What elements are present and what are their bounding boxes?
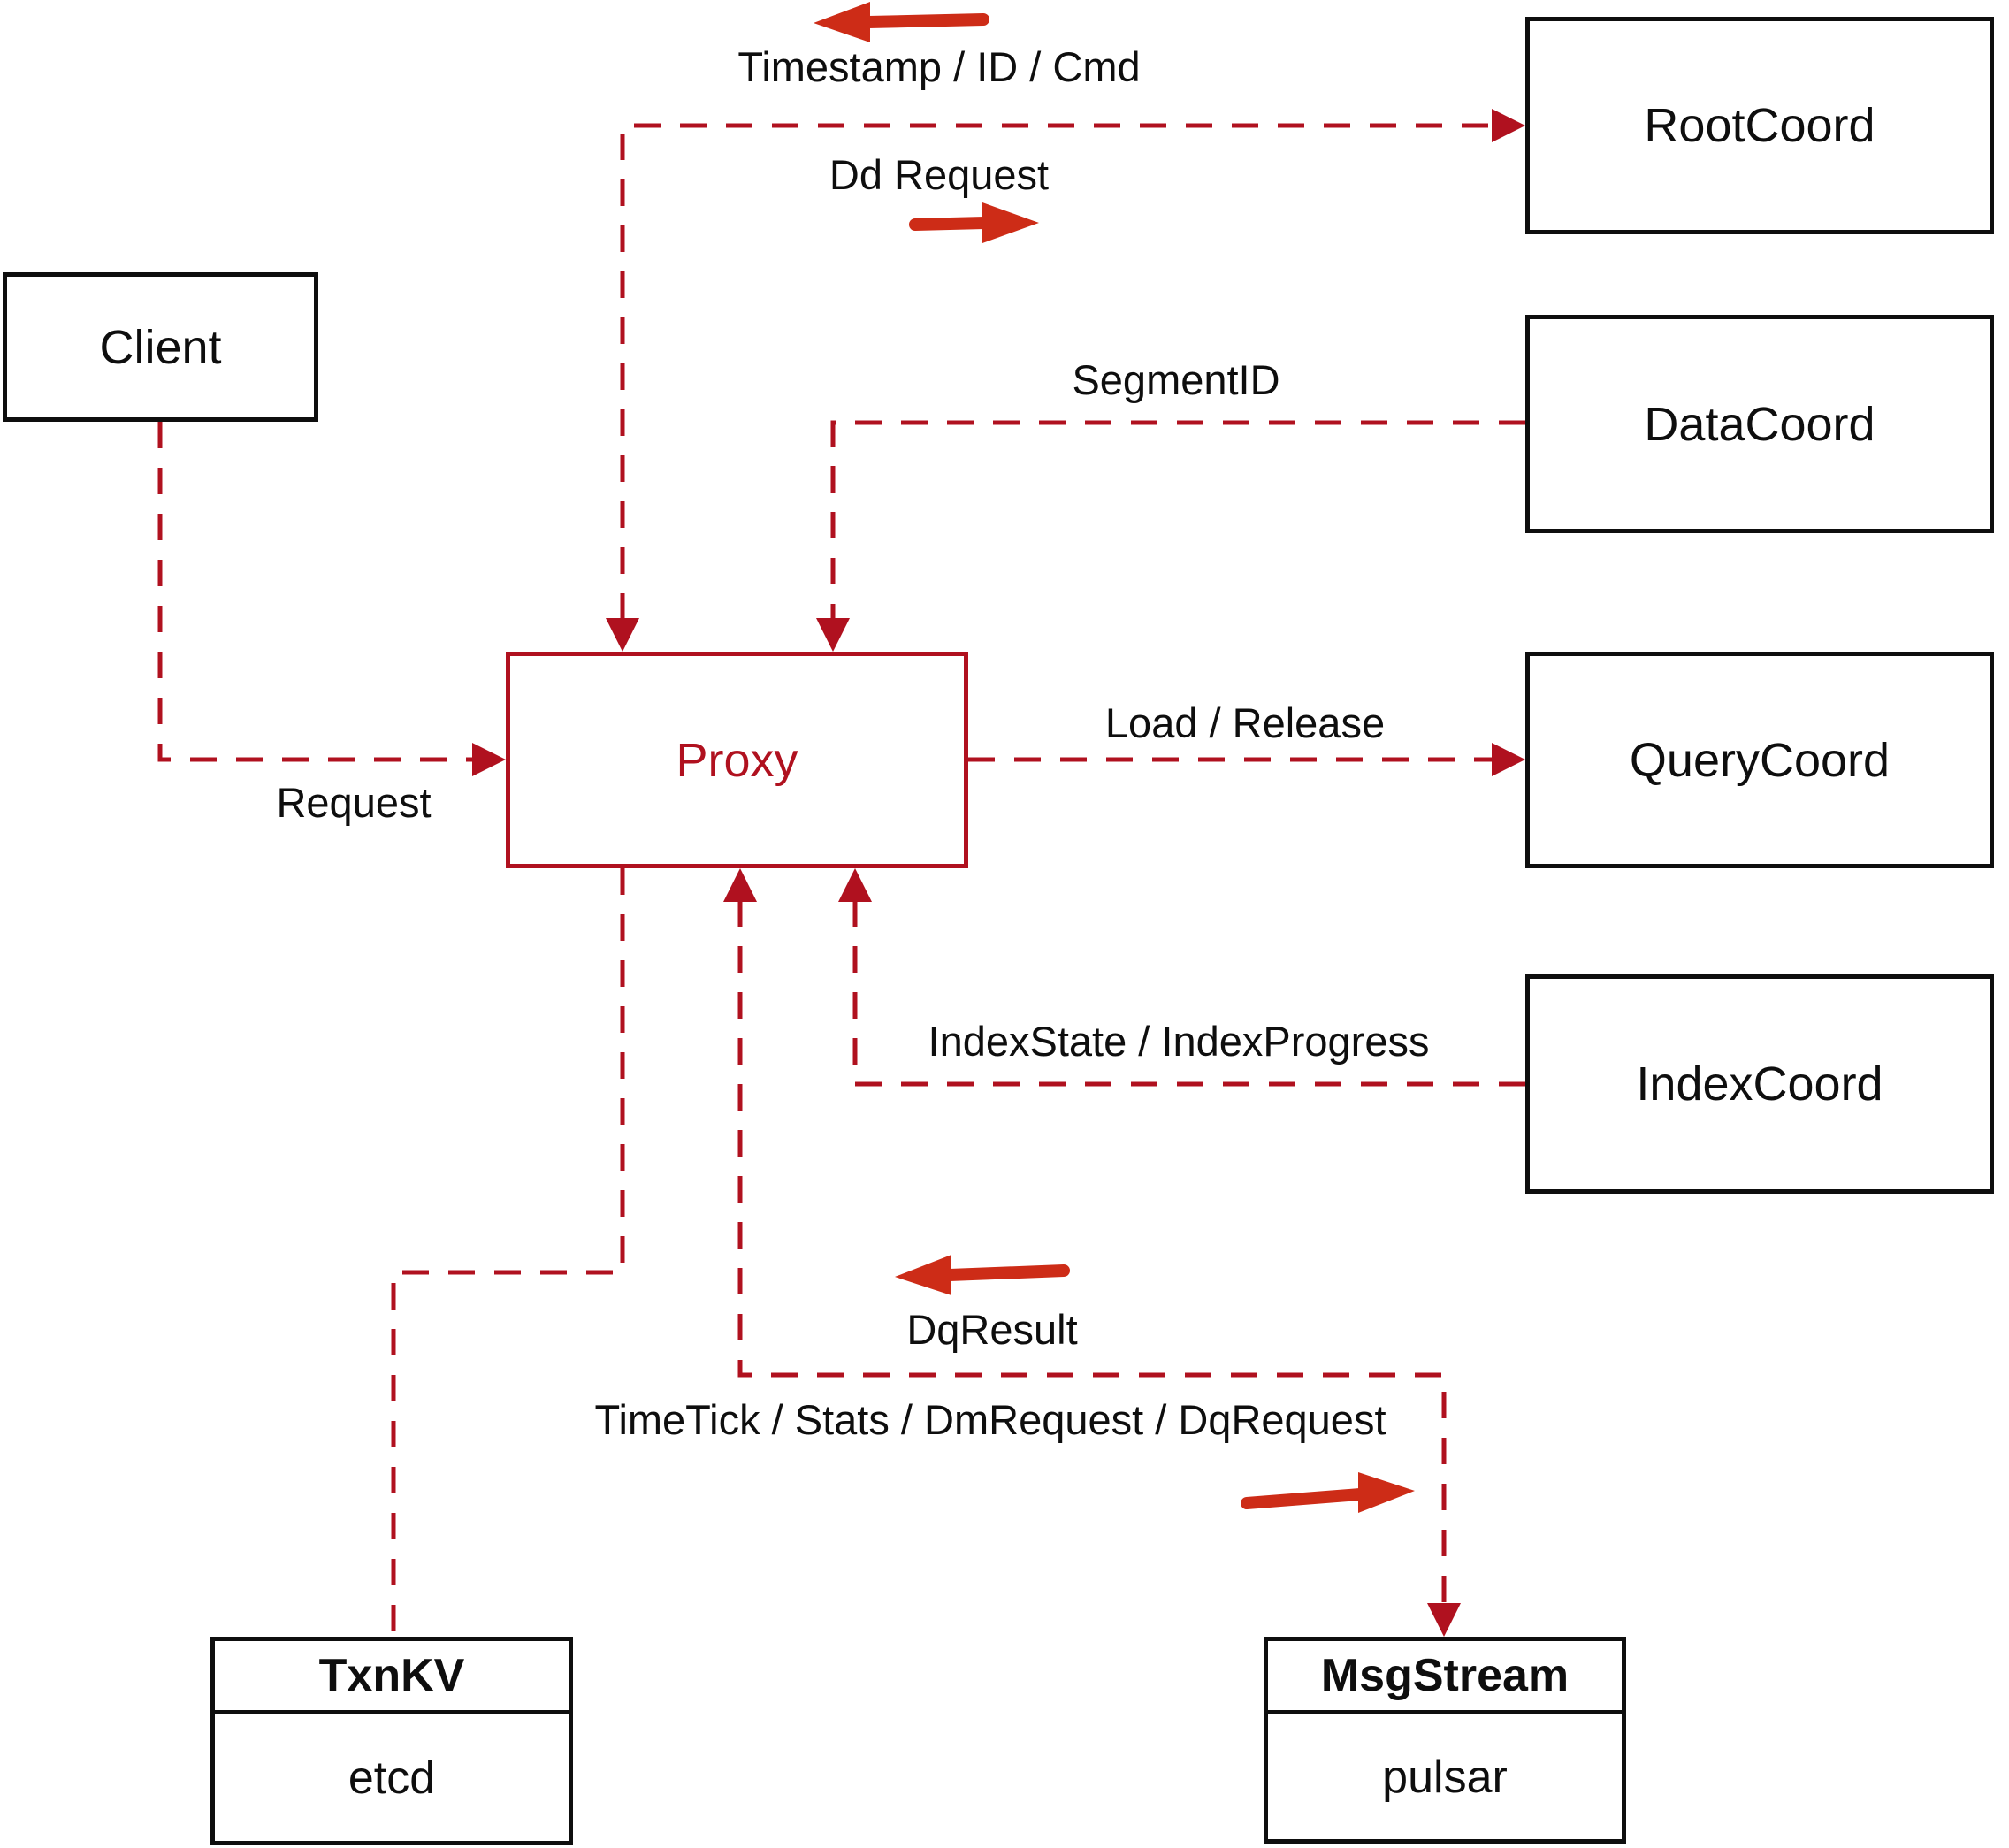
edge-label-timestamp-id-cmd: Timestamp / ID / Cmd — [737, 43, 1141, 90]
node-indexcoord-label: IndexCoord — [1636, 1058, 1883, 1111]
node-txnkv-title: TxnKV — [215, 1641, 569, 1714]
node-client-label: Client — [99, 320, 222, 374]
node-querycoord-label: QueryCoord — [1629, 733, 1891, 787]
edge-label-index-state-progress: IndexState / IndexProgress — [928, 1018, 1430, 1065]
node-datacoord-label: DataCoord — [1644, 397, 1875, 451]
direction-arrow-timestamp-response — [814, 2, 989, 42]
direction-arrow-dd-request — [909, 202, 1039, 243]
node-msgstream-implementation: pulsar — [1382, 1751, 1508, 1803]
node-querycoord: QueryCoord — [1525, 652, 1994, 868]
edge-datacoord-to-proxy — [830, 420, 1525, 620]
arrowhead-into-rootcoord — [1492, 109, 1525, 142]
edge-indexcoord-to-proxy — [852, 900, 1525, 1087]
node-txnkv: TxnKV etcd — [210, 1637, 573, 1845]
node-msgstream: MsgStream pulsar — [1264, 1637, 1626, 1844]
node-proxy: Proxy — [506, 652, 968, 868]
arrowhead-into-proxy-top-segment — [816, 618, 850, 652]
direction-arrow-dq-result — [895, 1255, 1070, 1295]
node-txnkv-implementation: etcd — [348, 1752, 436, 1804]
edge-label-request: Request — [276, 779, 432, 826]
node-datacoord: DataCoord — [1525, 315, 1994, 533]
edge-client-to-proxy — [157, 422, 474, 762]
arrowhead-into-proxy-left — [472, 743, 506, 776]
direction-arrow-time-tick — [1241, 1472, 1415, 1513]
node-msgstream-title: MsgStream — [1268, 1641, 1622, 1714]
edge-proxy-to-rootcoord — [620, 123, 1493, 620]
node-indexcoord: IndexCoord — [1525, 974, 1994, 1194]
edge-label-dd-request: Dd Request — [829, 151, 1050, 198]
edge-label-load-release: Load / Release — [1104, 699, 1386, 746]
arrowhead-into-proxy-top-root — [606, 618, 639, 652]
arrowhead-into-querycoord — [1492, 743, 1525, 776]
edge-label-dq-result: DqResult — [906, 1306, 1078, 1353]
edge-label-segment-id: SegmentID — [1072, 356, 1280, 403]
edge-proxy-to-txnkv — [391, 868, 625, 1637]
edge-label-time-tick-stats: TimeTick / Stats / DmRequest / DqRequest — [594, 1396, 1386, 1443]
arrowhead-into-proxy-bottom-dq — [723, 868, 757, 902]
node-client: Client — [3, 272, 318, 422]
edge-proxy-to-msgstream — [737, 900, 1447, 1605]
node-rootcoord: RootCoord — [1525, 17, 1994, 234]
arrowhead-into-msgstream — [1427, 1603, 1461, 1637]
node-proxy-label: Proxy — [676, 733, 798, 787]
node-rootcoord-label: RootCoord — [1644, 99, 1875, 152]
arrowhead-into-proxy-bottom-index — [838, 868, 872, 902]
